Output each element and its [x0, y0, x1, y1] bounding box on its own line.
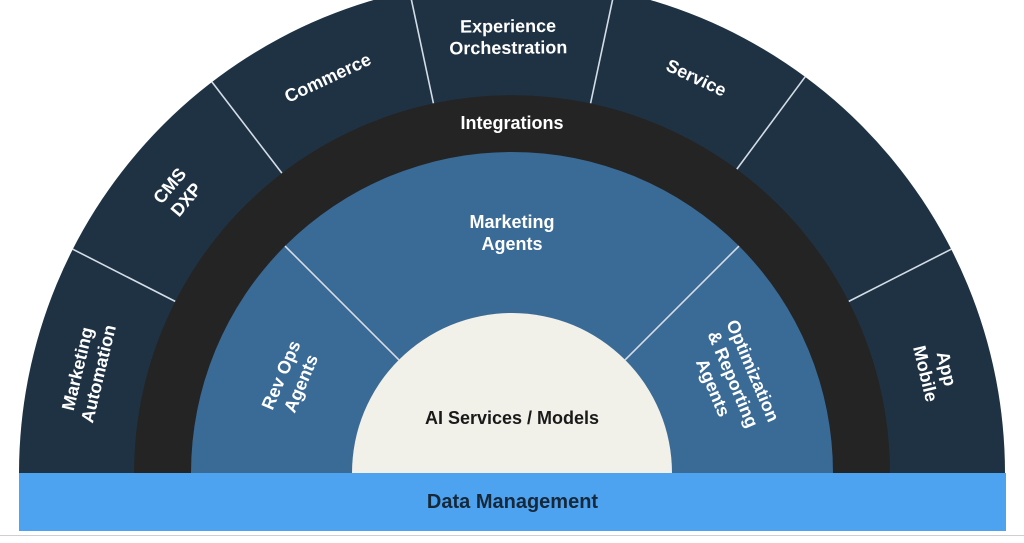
outer-segment-experience-orchestration-line: Experience [460, 16, 556, 37]
integrations-label: Integrations [460, 113, 563, 133]
agents-segment-divider [624, 245, 740, 361]
agents-segment-divider [284, 245, 400, 361]
outer-segment-divider [211, 81, 283, 174]
outer-segment-divider [848, 248, 952, 303]
ai-services-models-label: AI Services / Models [425, 408, 599, 428]
outer-segment-divider [589, 0, 614, 104]
bottom-divider [0, 535, 1024, 536]
data-management-bar: Data Management [19, 473, 1006, 531]
outer-segment-divider [72, 248, 176, 303]
core-semicircle [352, 313, 672, 473]
outer-segment-divider [410, 0, 435, 104]
agents-segment-marketing-agents-line: Agents [481, 234, 542, 254]
agents-segment-marketing-agents-line: Marketing [469, 212, 554, 232]
outer-segment-experience-orchestration-line: Orchestration [449, 37, 567, 58]
agents-ring [191, 152, 833, 473]
outer-segment-divider [736, 76, 806, 170]
